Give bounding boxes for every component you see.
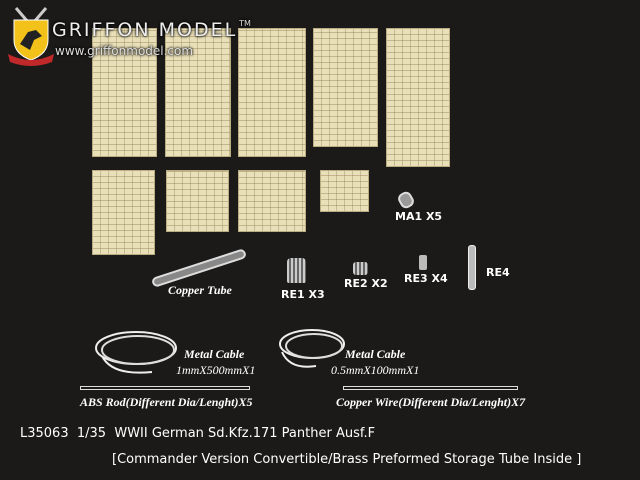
re3-part — [419, 255, 427, 270]
re2-part — [353, 262, 368, 275]
pe-fret-c — [238, 28, 306, 157]
pe-fret-f — [92, 170, 155, 255]
ma1-tube-part — [395, 189, 417, 211]
product-title: L35063 1/35 WWII German Sd.Kfz.171 Panth… — [20, 426, 375, 441]
brand-name: GRIFFON MODEL — [52, 19, 238, 41]
product-code: L35063 — [20, 426, 69, 441]
cable-1-spec: 1mmX500mmX1 — [176, 363, 256, 377]
product-scale: 1/35 — [76, 426, 107, 441]
product-name: WWII German Sd.Kfz.171 Panther Ausf.F — [114, 426, 376, 441]
trademark: TM — [239, 19, 251, 28]
copper-tube-label: Copper Tube — [168, 283, 232, 297]
brand-url: www.griffonmodel.com — [55, 44, 194, 58]
pe-fret-e — [386, 28, 450, 167]
product-subtitle: [Commander Version Convertible/Brass Pre… — [112, 452, 582, 467]
copper-wire-part — [343, 386, 518, 390]
copper-wire-label: Copper Wire(Different Dia/Lenght)X7 — [336, 395, 526, 409]
pe-fret-a — [92, 28, 157, 157]
pe-fret-g — [166, 170, 229, 232]
re2-label: RE2 X2 — [344, 277, 388, 290]
metal-cable-coil-2 — [279, 329, 345, 368]
griffon-shield-icon — [8, 7, 54, 66]
re4-part — [468, 245, 476, 290]
copper-tube-part — [150, 248, 248, 288]
pe-fret-h — [238, 170, 306, 232]
pe-fret-i — [320, 170, 369, 212]
re3-label: RE3 X4 — [404, 272, 448, 285]
ma1-label: MA1 X5 — [395, 210, 443, 223]
pe-fret-d — [313, 28, 378, 147]
re1-part — [287, 258, 306, 283]
re4-label: RE4 — [486, 266, 510, 279]
abs-rod-part — [80, 386, 250, 390]
abs-rod-label: ABS Rod(Different Dia/Lenght)X5 — [80, 395, 253, 409]
cable-2-title: Metal Cable — [345, 347, 406, 361]
cable-2-spec: 0.5mmX100mmX1 — [331, 363, 420, 377]
metal-cable-coil-1 — [95, 331, 177, 374]
cable-1-title: Metal Cable — [184, 347, 245, 361]
pe-fret-b — [165, 28, 231, 157]
re1-label: RE1 X3 — [281, 288, 325, 301]
